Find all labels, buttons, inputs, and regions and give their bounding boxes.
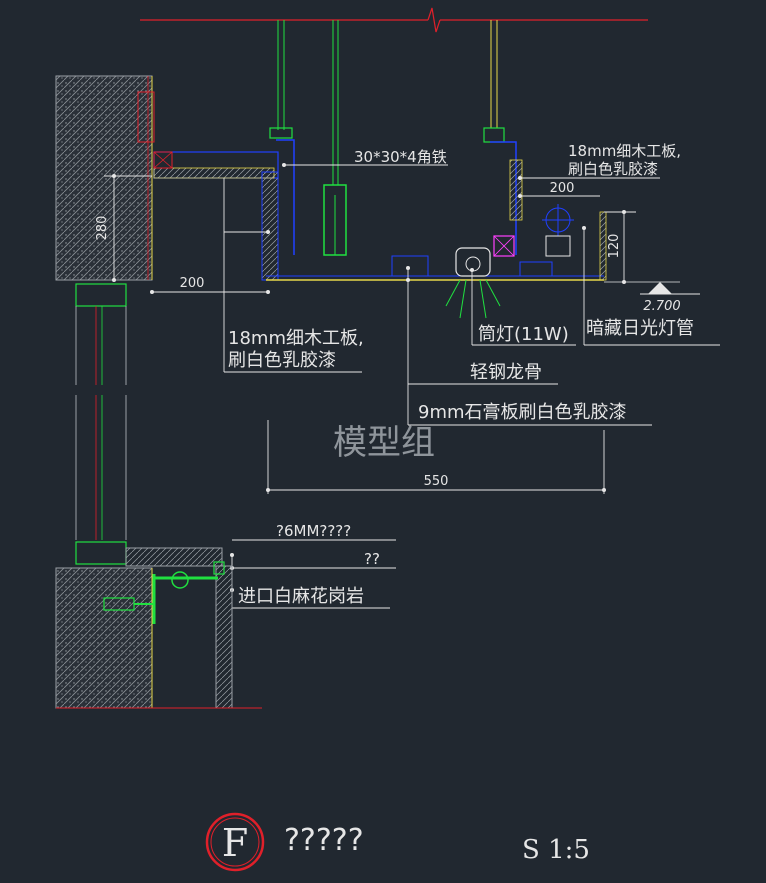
dim-280: 280 (95, 216, 110, 241)
slab-break-line (140, 7, 648, 33)
label-granite: 进口白麻花岗岩 (238, 586, 364, 607)
leader-lines (223, 164, 720, 609)
lower-wall (55, 547, 262, 709)
label-downlight: 筒灯(11W) (478, 324, 569, 345)
label-board-left-line1: 18mm细木工板, (228, 328, 364, 349)
dim-550: 550 (424, 474, 449, 489)
angle-iron-bracket (269, 127, 347, 256)
label-board-left-line2: 刷白色乳胶漆 (228, 350, 336, 371)
dim-200-right: 200 (550, 181, 575, 196)
watermark: 模型组 (333, 423, 435, 463)
label-angle-iron: 30*30*4角铁 (354, 148, 447, 166)
elevation-marker: 2.700 (604, 281, 700, 314)
label-keel: 轻钢龙骨 (470, 362, 542, 383)
window-frame (75, 283, 127, 565)
label-upper-unknown: ?6MM???? (276, 522, 351, 540)
granite-bracket (103, 561, 225, 624)
downlight-fixture (445, 247, 501, 319)
dim-120: 120 (607, 234, 622, 259)
hanger-rods (277, 20, 498, 185)
dimension-lines (104, 175, 636, 494)
title-scale: S 1:5 (522, 835, 590, 865)
title-symbol: F (222, 821, 248, 865)
title-block: F ????? S 1:5 (205, 812, 590, 872)
fluorescent-tube-symbol (542, 204, 574, 257)
label-lower-unknown: ?? (364, 550, 380, 568)
elevation-value: 2.700 (643, 299, 680, 314)
gypsum-ceiling (266, 255, 604, 281)
title-text: ????? (284, 823, 364, 858)
ceiling-wood-board (153, 151, 279, 281)
label-hidden-lamp: 暗藏日光灯管 (586, 318, 694, 339)
dim-200-left: 200 (180, 276, 205, 291)
light-cove (483, 127, 607, 281)
label-gypsum: 9mm石膏板刷白色乳胶漆 (418, 401, 627, 423)
label-board-right-line1: 18mm细木工板, (568, 142, 681, 160)
label-board-right-line2: 刷白色乳胶漆 (568, 160, 658, 178)
upper-wall (55, 75, 155, 281)
